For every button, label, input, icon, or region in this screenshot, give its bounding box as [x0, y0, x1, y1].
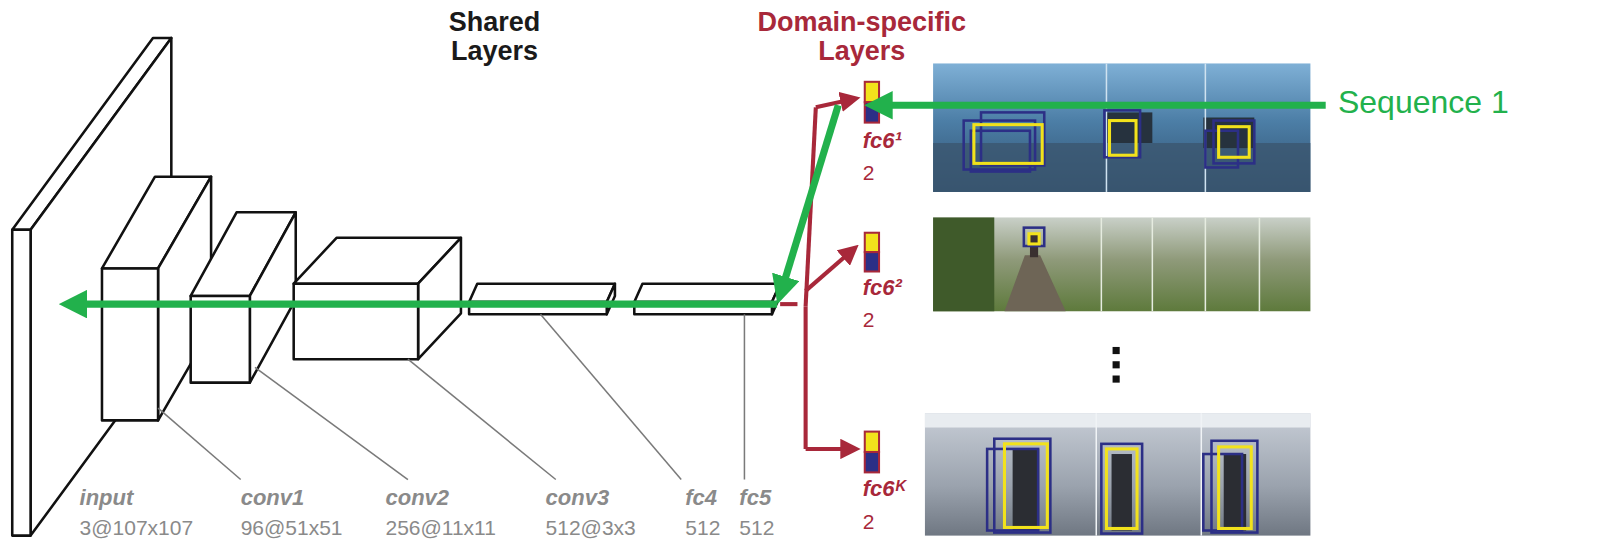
more-domains-dots	[1113, 347, 1120, 383]
sequence-frames-2	[933, 217, 1310, 311]
layer-name: conv1	[241, 485, 305, 510]
layer-name: conv2	[385, 485, 449, 510]
branch-size: 2	[863, 510, 875, 534]
layer-size: 512	[685, 516, 720, 540]
section-heading: Domain-specific Layers	[728, 8, 995, 65]
branch-name: fc6¹	[863, 128, 902, 153]
layer-name: input	[80, 485, 134, 510]
layer-name: fc4	[685, 485, 717, 510]
layer-size: 512	[739, 516, 774, 540]
branch-name: fc6ᴷ	[863, 476, 906, 501]
layer-name: fc5	[739, 485, 771, 510]
layer-size: 96@51x51	[241, 516, 343, 540]
branch-name: fc6²	[863, 275, 902, 300]
layer-name: conv3	[546, 485, 610, 510]
branch-size: 2	[863, 308, 875, 332]
sequence-label: Sequence 1	[1338, 84, 1509, 121]
layer-blocks	[12, 38, 780, 536]
layer-size: 256@11x11	[385, 516, 495, 540]
training-path	[71, 105, 1325, 304]
sequence-frames-3	[925, 413, 1310, 535]
layer-size: 3@107x107	[80, 516, 194, 540]
section-heading: Shared Layers	[426, 8, 564, 65]
sequence-frames-1	[933, 63, 1310, 191]
domain-branches	[780, 99, 852, 449]
leader-lines	[158, 314, 744, 479]
layer-size: 512@3x3	[546, 516, 636, 540]
branch-size: 2	[863, 161, 875, 185]
